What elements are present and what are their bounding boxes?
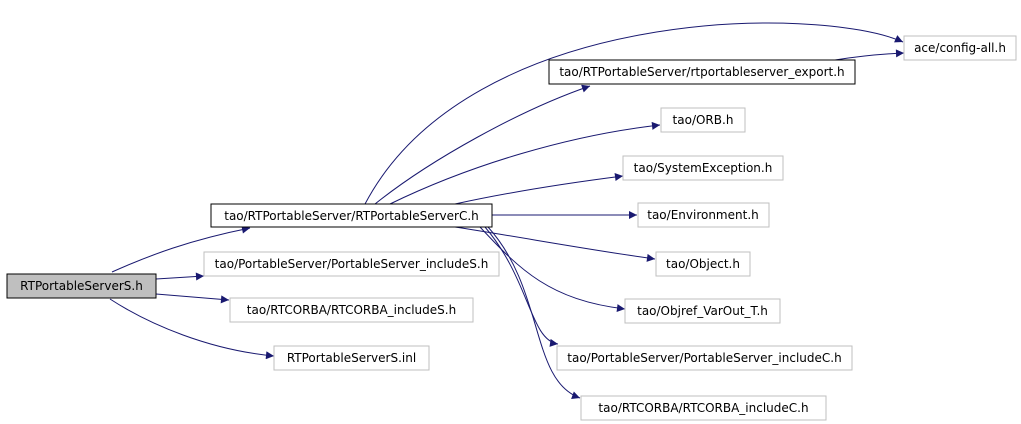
node-environment[interactable]: tao/Environment.h — [637, 202, 770, 228]
node-portableserver-includec-label: tao/PortableServer/PortableServer_includ… — [567, 351, 841, 365]
edge-root-to-portableserver-includes — [155, 272, 205, 281]
node-orb-label: tao/ORB.h — [673, 113, 734, 127]
node-rtcorba-includes[interactable]: tao/RTCORBA/RTCORBA_includeS.h — [229, 297, 474, 323]
edge-rtportableserverc-to-systemexception — [454, 173, 624, 205]
node-rtcorba-includec-label: tao/RTCORBA/RTCORBA_includeC.h — [598, 401, 808, 415]
node-rtcorba-includes-label: tao/RTCORBA/RTCORBA_includeS.h — [247, 303, 456, 317]
edge-rtportableserverc-to-portableserver-includec — [484, 226, 559, 347]
edge-rtportableserverc-to-export — [374, 84, 591, 205]
node-rtcorba-includec[interactable]: tao/RTCORBA/RTCORBA_includeC.h — [580, 395, 827, 421]
nodes: RTPortableServerS.h tao/RTPortableServer… — [6, 35, 1017, 421]
node-systemexception[interactable]: tao/SystemException.h — [622, 155, 784, 181]
edge-root-to-rtportableserverc — [111, 225, 251, 273]
node-orb[interactable]: tao/ORB.h — [660, 107, 746, 133]
edge-rtportableserverc-to-objref-varout — [479, 226, 626, 313]
node-rtportableserverc-label: tao/RTPortableServer/RTPortableServerC.h — [224, 209, 479, 223]
node-portableserver-includes[interactable]: tao/PortableServer/PortableServer_includ… — [203, 251, 500, 277]
node-root-label: RTPortableServerS.h — [20, 279, 143, 293]
node-object[interactable]: tao/Object.h — [655, 251, 751, 277]
edge-rtportableserverc-to-rtcorba-includec — [487, 226, 581, 400]
node-environment-label: tao/Environment.h — [647, 208, 759, 222]
node-objref-varout-label: tao/Objref_VarOut_T.h — [637, 304, 768, 318]
edge-rtportableserverc-to-object — [454, 226, 656, 262]
edge-export-to-config-all — [834, 49, 905, 61]
node-config-all-label: ace/config-all.h — [914, 41, 1006, 55]
node-rtportableservers-inl-label: RTPortableServerS.inl — [287, 351, 416, 365]
node-rtportableserver-export[interactable]: tao/RTPortableServer/rtportableserver_ex… — [548, 59, 856, 85]
node-portableserver-includes-label: tao/PortableServer/PortableServer_includ… — [215, 257, 489, 271]
node-object-label: tao/Object.h — [666, 257, 740, 271]
node-systemexception-label: tao/SystemException.h — [634, 161, 773, 175]
node-rtportableservers-inl[interactable]: RTPortableServerS.inl — [273, 345, 430, 371]
node-portableserver-includec[interactable]: tao/PortableServer/PortableServer_includ… — [556, 345, 853, 371]
node-rtportableserverc[interactable]: tao/RTPortableServer/RTPortableServerC.h — [210, 203, 493, 228]
node-root[interactable]: RTPortableServerS.h — [6, 273, 157, 299]
edge-root-to-rtportableservers-inl — [109, 298, 275, 360]
edges — [109, 22, 905, 400]
edge-root-to-rtcorba-includes — [155, 293, 230, 304]
edge-rtportableserverc-to-orb — [389, 121, 661, 205]
node-config-all[interactable]: ace/config-all.h — [903, 35, 1017, 61]
edge-rtportableserverc-to-config-all — [364, 22, 904, 205]
node-objref-varout[interactable]: tao/Objref_VarOut_T.h — [624, 298, 781, 324]
node-rtportableserver-export-label: tao/RTPortableServer/rtportableserver_ex… — [559, 65, 844, 79]
